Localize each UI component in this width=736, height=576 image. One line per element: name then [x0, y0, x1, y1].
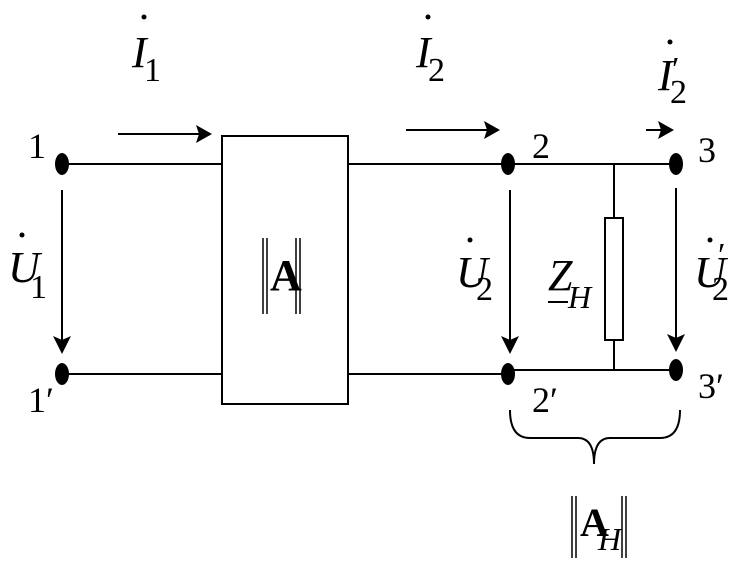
load-impedance-subscript: H: [567, 279, 593, 315]
voltage-u2-prime-subscript: 2: [712, 271, 729, 308]
current-arrow-i2: [406, 121, 500, 139]
load-impedance-label: Z H: [548, 251, 593, 315]
load-impedance-symbol: Z: [548, 251, 573, 300]
equivalent-matrix-symbol: A: [580, 500, 609, 545]
terminal-node-3-prime: [669, 359, 683, 381]
voltage-arrow-u2-prime: [667, 188, 685, 352]
voltage-u2-prime-symbol: U: [694, 248, 729, 297]
current-label-i2-prime: I ′ 2: [657, 39, 687, 111]
node-label-3-prime: 3′: [698, 366, 724, 406]
load-section-brace: [509, 409, 681, 465]
terminal-node-3: [669, 153, 683, 175]
voltage-u1-subscript: 1: [30, 269, 47, 306]
block-matrix-label: A: [262, 238, 302, 314]
terminal-node-1-prime: [55, 363, 69, 385]
voltage-u2-subscript: 2: [476, 271, 493, 308]
voltage-label-u1: U 1: [8, 232, 47, 306]
node-label-2: 2: [532, 126, 550, 166]
equivalent-matrix-label: A H: [571, 496, 627, 558]
current-i2-subscript: 2: [428, 52, 445, 89]
voltage-u2-prime-mark: ′: [718, 237, 725, 274]
voltage-arrow-u1: [53, 190, 71, 354]
voltage-u1-symbol: U: [8, 243, 43, 292]
equivalent-matrix-subscript: H: [597, 521, 623, 557]
current-arrow-i2-prime: [646, 121, 674, 139]
current-i1-symbol: I: [131, 28, 149, 77]
node-label-2-prime: 2′: [532, 380, 558, 420]
current-label-i1: I 1: [131, 14, 161, 89]
current-label-i2: I 2: [415, 14, 445, 89]
terminal-node-2-prime: [501, 363, 515, 385]
voltage-label-u2: U 2: [456, 237, 493, 308]
two-port-block: [221, 135, 349, 405]
current-i2-symbol: I: [415, 28, 433, 77]
block-matrix-symbol: A: [270, 251, 302, 300]
current-arrow-i1: [118, 125, 212, 143]
voltage-u2-symbol: U: [456, 248, 491, 297]
terminal-node-2: [501, 153, 515, 175]
load-impedance-element: [604, 217, 624, 341]
current-i2-prime-symbol: I: [657, 51, 675, 100]
terminal-node-1: [55, 153, 69, 175]
voltage-arrow-u2: [501, 190, 519, 354]
node-label-3: 3: [698, 130, 716, 170]
voltage-label-u2-prime: U ′ 2: [694, 237, 729, 308]
current-i1-subscript: 1: [144, 52, 161, 89]
node-label-1-prime: 1′: [28, 380, 54, 420]
current-i2-prime-mark: ′: [672, 51, 679, 88]
current-i2-prime-subscript: 2: [670, 74, 687, 111]
node-label-1: 1: [28, 126, 46, 166]
